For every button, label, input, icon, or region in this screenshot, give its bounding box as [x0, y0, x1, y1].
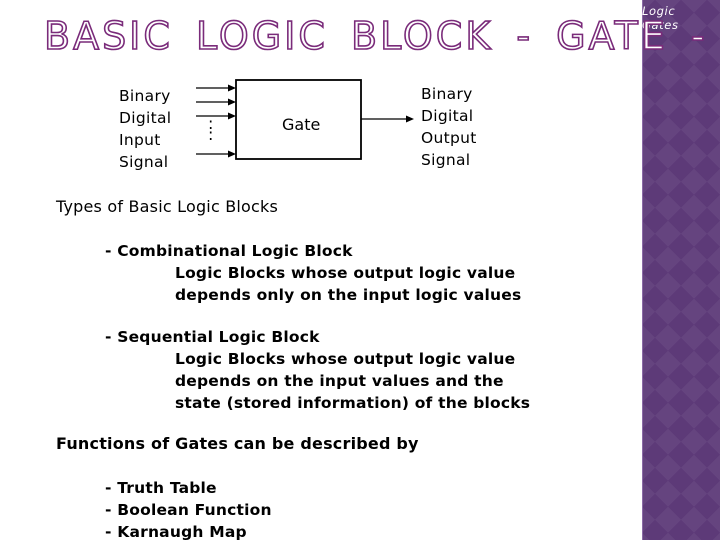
- sequential-description: Logic Blocks whose output logic value de…: [175, 348, 530, 414]
- output-arrowhead: [406, 115, 414, 123]
- output-label-line: Digital: [421, 107, 474, 125]
- combinational-description: Logic Blocks whose output logic value de…: [175, 262, 521, 306]
- ellipsis-dot: :: [208, 125, 214, 144]
- description-line: Logic Blocks whose output logic value: [175, 264, 516, 282]
- description-line: state (stored information) of the blocks: [175, 394, 531, 412]
- output-label-line: Signal: [421, 151, 471, 169]
- side-panel: Logic Gates: [642, 0, 720, 540]
- sequential-title: - Sequential Logic Block: [105, 328, 320, 346]
- header-label: Logic Gates: [642, 4, 679, 32]
- output-label-line: Binary: [421, 85, 473, 103]
- input-label-line: Input: [119, 131, 161, 149]
- input-label-line: Signal: [119, 153, 169, 171]
- list-item: - Truth Table: [105, 479, 217, 497]
- ellipsis-dot: :: [208, 114, 214, 133]
- input-arrowhead: [228, 112, 236, 120]
- combinational-title: - Combinational Logic Block: [105, 242, 353, 260]
- input-arrowhead: [228, 84, 236, 92]
- list-item: - Karnaugh Map: [105, 523, 247, 541]
- output-label-line: Output: [421, 129, 477, 147]
- gate-box: [235, 79, 362, 160]
- output-signal-label: Binary Digital Output Signal: [421, 83, 477, 171]
- types-heading: Types of Basic Logic Blocks: [56, 197, 279, 216]
- input-signal-label: Binary Digital Input Signal: [119, 85, 171, 173]
- description-line: depends on the input values and the: [175, 372, 504, 390]
- description-line: Logic Blocks whose output logic value: [175, 350, 516, 368]
- list-item: - Boolean Function: [105, 501, 272, 519]
- slide-title: BASIC LOGIC BLOCK - GATE -: [43, 13, 708, 59]
- input-arrows: [196, 84, 236, 158]
- output-arrow: [361, 115, 414, 123]
- functions-list: - Truth Table - Boolean Function - Karna…: [105, 477, 272, 543]
- input-arrowhead: [228, 150, 236, 158]
- description-line: depends only on the input logic values: [175, 286, 522, 304]
- functions-heading: Functions of Gates can be described by: [56, 434, 419, 453]
- input-arrowhead: [228, 98, 236, 106]
- input-ellipsis: : :: [208, 114, 214, 144]
- input-label-line: Binary: [119, 87, 171, 105]
- gate-label: Gate: [282, 115, 320, 134]
- input-label-line: Digital: [119, 109, 172, 127]
